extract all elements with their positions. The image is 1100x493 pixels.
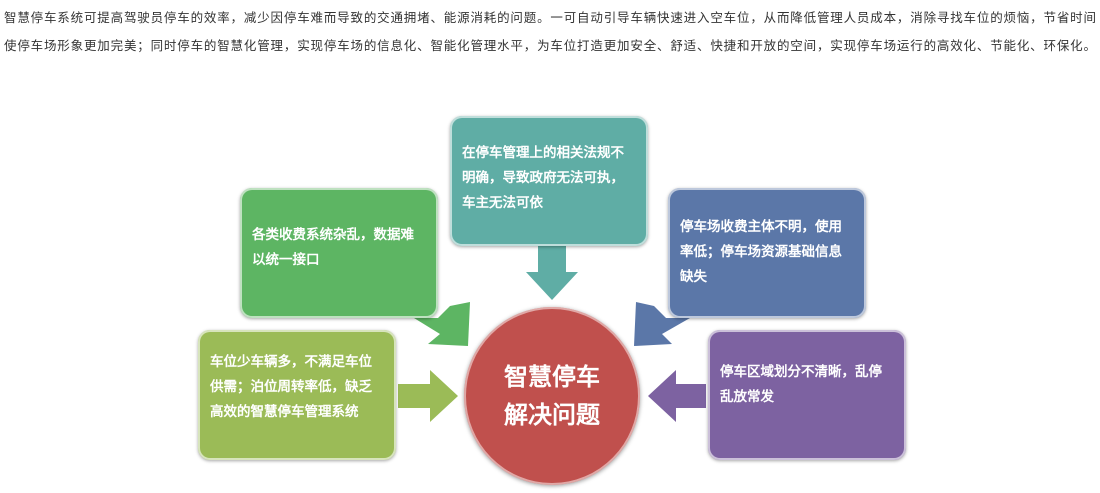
- issue-box-fee-systems: 各类收费系统杂乱，数据难以统一接口: [240, 188, 438, 318]
- issue-box-regulations: 在停车管理上的相关法规不明确，导致政府无法可执，车主无法可依: [450, 116, 648, 246]
- arrow-right-icon: [398, 370, 458, 422]
- arrow-left-icon: [648, 370, 706, 422]
- arrow-down-icon: [526, 246, 578, 300]
- issue-text: 停车场收费主体不明，使用率低；停车场资源基础信息缺失: [680, 219, 842, 285]
- issue-text: 车位少车辆多，不满足车位供需；泊位周转率低，缺乏高效的智慧停车管理系统: [210, 354, 372, 420]
- arrow-diagonal-green-icon: [414, 302, 470, 346]
- intro-paragraph: 智慧停车系统可提高驾驶员停车的效率，减少因停车难而导致的交通拥堵、能源消耗的问题…: [4, 4, 1096, 60]
- issue-box-zoning: 停车区域划分不清晰，乱停乱放常发: [708, 330, 906, 460]
- center-circle: 智慧停车 解决问题: [464, 307, 640, 485]
- issue-text: 在停车管理上的相关法规不明确，导致政府无法可执，车主无法可依: [462, 145, 624, 211]
- center-title-line-1: 智慧停车: [504, 363, 600, 391]
- intro-line-1: 智慧停车系统可提高驾驶员停车的效率，减少因停车难而导致的交通拥堵、能源消耗的问题…: [4, 10, 1096, 25]
- arrow-diagonal-blue-icon: [634, 302, 690, 346]
- intro-line-2: 使停车场形象更加完美；同时停车的智慧化管理，实现停车场的信息化、智能化管理水平，…: [4, 38, 1096, 53]
- center-title-line-2: 解决问题: [504, 401, 600, 429]
- issue-text: 停车区域划分不清晰，乱停乱放常发: [720, 364, 882, 405]
- issue-box-utilization: 停车场收费主体不明，使用率低；停车场资源基础信息缺失: [668, 188, 866, 318]
- issue-box-supply-demand: 车位少车辆多，不满足车位供需；泊位周转率低，缺乏高效的智慧停车管理系统: [198, 330, 396, 460]
- issue-text: 各类收费系统杂乱，数据难以统一接口: [252, 227, 414, 268]
